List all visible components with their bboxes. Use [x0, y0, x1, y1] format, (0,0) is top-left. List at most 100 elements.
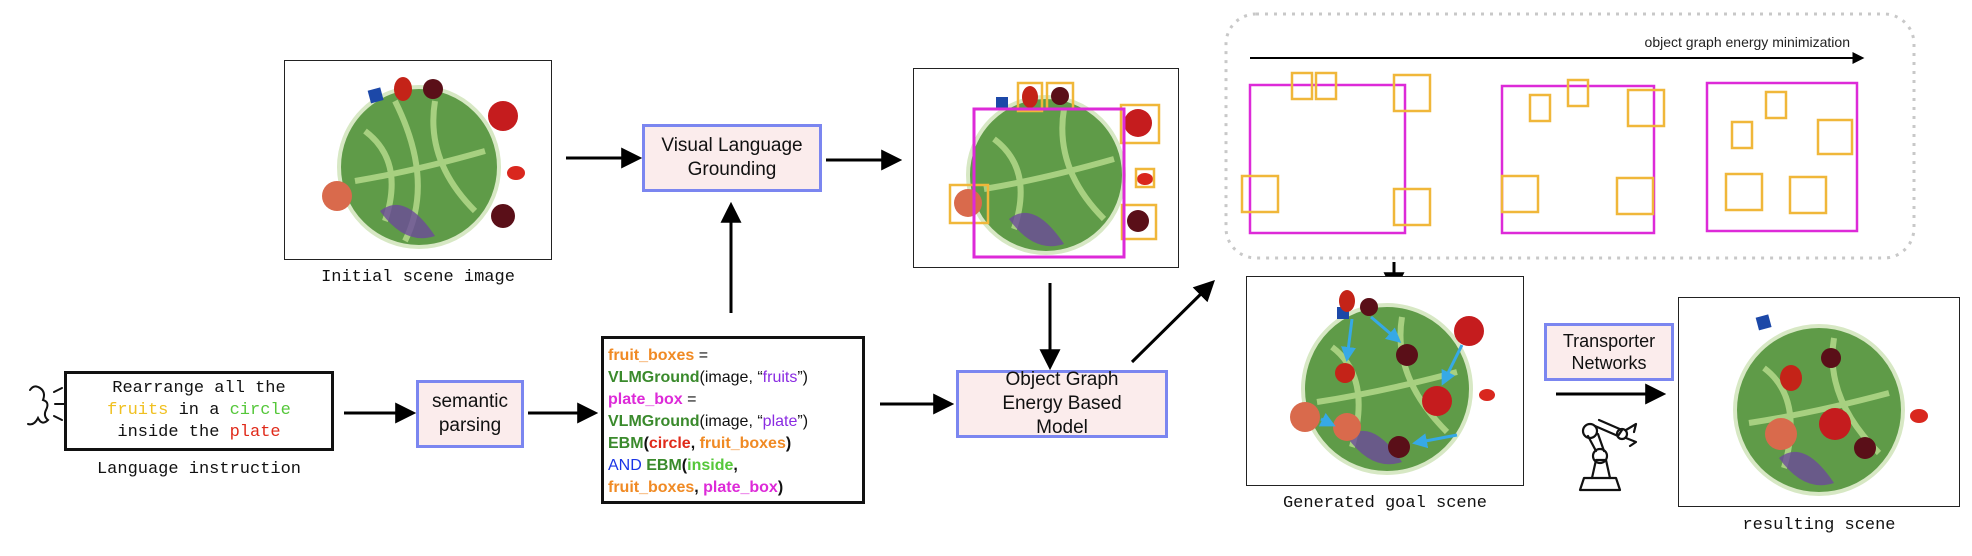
program-token: = — [682, 391, 697, 408]
instruction-line-2: fruits in a circle — [67, 400, 331, 422]
plate-box — [1705, 81, 1859, 233]
instruction-fruits: fruits — [107, 401, 169, 420]
transporter-networks-box: Transporter Networks — [1544, 323, 1674, 381]
program-token: circle — [648, 435, 691, 452]
program-line-6: AND EBM(inside, — [608, 455, 858, 477]
program-token: fruit_boxes — [608, 479, 695, 496]
ogebm-label: Object Graph Energy Based Model — [1002, 369, 1122, 438]
caption-initial-scene: Initial scene image — [321, 268, 515, 287]
result-scene-illustration — [1733, 314, 1928, 496]
fruit-box — [1724, 172, 1764, 212]
plum — [491, 204, 515, 228]
program-line-7: fruit_boxes, plate_box) — [608, 477, 858, 499]
plate-box — [1500, 84, 1656, 235]
fruit-box — [1392, 187, 1432, 227]
scene-illustration — [322, 77, 525, 249]
program-token: fruits — [762, 369, 798, 386]
instruction-text: Rearrange all the — [112, 379, 286, 398]
fruit-box — [1290, 71, 1314, 101]
program-token: plate — [762, 413, 798, 430]
semantic-parsing-box: semantic parsing — [416, 380, 524, 448]
program-token: (image, “ — [699, 413, 763, 430]
plum — [423, 79, 443, 99]
instruction-line-3: inside the plate — [67, 422, 331, 444]
fruit-box — [1764, 90, 1788, 120]
program-token: ”) — [797, 413, 809, 430]
transporter-label: Transporter Networks — [1562, 331, 1656, 373]
fruit-box — [1788, 175, 1828, 215]
apple — [488, 101, 518, 131]
program-token: , — [733, 457, 738, 474]
program-token: ) — [785, 435, 792, 452]
fruit-box — [1626, 88, 1666, 128]
semantic-parsing-label: semantic parsing — [431, 391, 509, 436]
fruit-box — [1566, 78, 1590, 108]
instruction-text: in a — [168, 401, 230, 420]
energy-container — [1224, 12, 1916, 260]
program-token: ”) — [797, 369, 808, 386]
language-instruction-box: Rearrange all the fruits in a circle ins… — [64, 371, 334, 451]
energy-minimization-label: object graph energy minimization — [1644, 34, 1850, 50]
plate-box — [1248, 83, 1407, 235]
fruit-box — [948, 183, 990, 225]
peach — [322, 181, 352, 211]
fruit-box — [1816, 118, 1854, 156]
arrow-ogebm-to-energy — [1130, 280, 1215, 364]
program-token: plate_box — [608, 391, 683, 408]
fruit-box — [1016, 81, 1044, 113]
program-box: fruit_boxes = VLMGround(image, “fruits”)… — [601, 336, 865, 504]
fruit-box — [1615, 176, 1655, 216]
program-token: ) — [777, 479, 784, 496]
fruit-box — [1119, 103, 1161, 145]
instruction-circle: circle — [229, 401, 291, 420]
speaking-head-icon — [27, 385, 65, 426]
robot-arm-icon — [1578, 418, 1638, 492]
caption-language-instruction: Language instruction — [96, 460, 302, 479]
program-token: fruit_boxes — [608, 347, 695, 364]
instruction-text: inside the — [117, 423, 230, 442]
program-token: ( — [643, 435, 649, 452]
fruit-box — [1120, 203, 1158, 241]
program-token: plate_box — [703, 479, 778, 496]
energy-step-1 — [1240, 71, 1432, 235]
program-token: fruit_boxes — [699, 435, 786, 452]
program-token: ( — [681, 457, 688, 474]
fruit-box — [1240, 174, 1280, 214]
instruction-line-1: Rearrange all the — [67, 378, 331, 400]
program-token: EBM — [608, 435, 644, 452]
initial-scene-image — [284, 60, 552, 260]
goal-motion-arrows — [1318, 315, 1464, 449]
plate-box — [972, 107, 1126, 259]
goal-scene-illustration — [1290, 290, 1495, 475]
strawberry — [394, 77, 412, 101]
program-line-1: fruit_boxes = — [608, 345, 858, 367]
energy-step-3 — [1705, 81, 1859, 233]
fruit-box — [1500, 174, 1540, 214]
program-token: EBM — [646, 457, 682, 474]
program-token: VLMGround — [608, 369, 700, 386]
grounded-scene-image — [913, 68, 1179, 268]
instruction-plate: plate — [229, 423, 281, 442]
energy-step-2 — [1500, 78, 1666, 235]
generated-goal-scene-image — [1246, 276, 1524, 486]
grounded-scene-illustration — [948, 81, 1161, 259]
program-token: inside — [687, 457, 734, 474]
program-token: (image, “ — [699, 369, 763, 386]
program-token: AND — [608, 457, 647, 474]
vlg-label: Visual Language Grounding — [661, 135, 803, 180]
vlg-box: Visual Language Grounding — [642, 124, 822, 192]
fruit-box — [1314, 71, 1338, 101]
program-line-5: EBM(circle, fruit_boxes) — [608, 433, 858, 455]
caption-generated-goal: Generated goal scene — [1282, 494, 1488, 513]
program-line-4: VLMGround(image, “plate”) — [608, 411, 858, 433]
fruit-box — [1134, 167, 1156, 189]
blue-block — [367, 87, 384, 104]
small-tomato — [507, 166, 525, 180]
program-token: VLMGround — [608, 413, 700, 430]
object-graph-ebm-box: Object Graph Energy Based Model — [956, 369, 1168, 438]
resulting-scene-image — [1678, 297, 1960, 507]
program-token: , — [694, 479, 704, 496]
program-token: = — [694, 347, 709, 364]
fruit-box — [1730, 120, 1754, 150]
